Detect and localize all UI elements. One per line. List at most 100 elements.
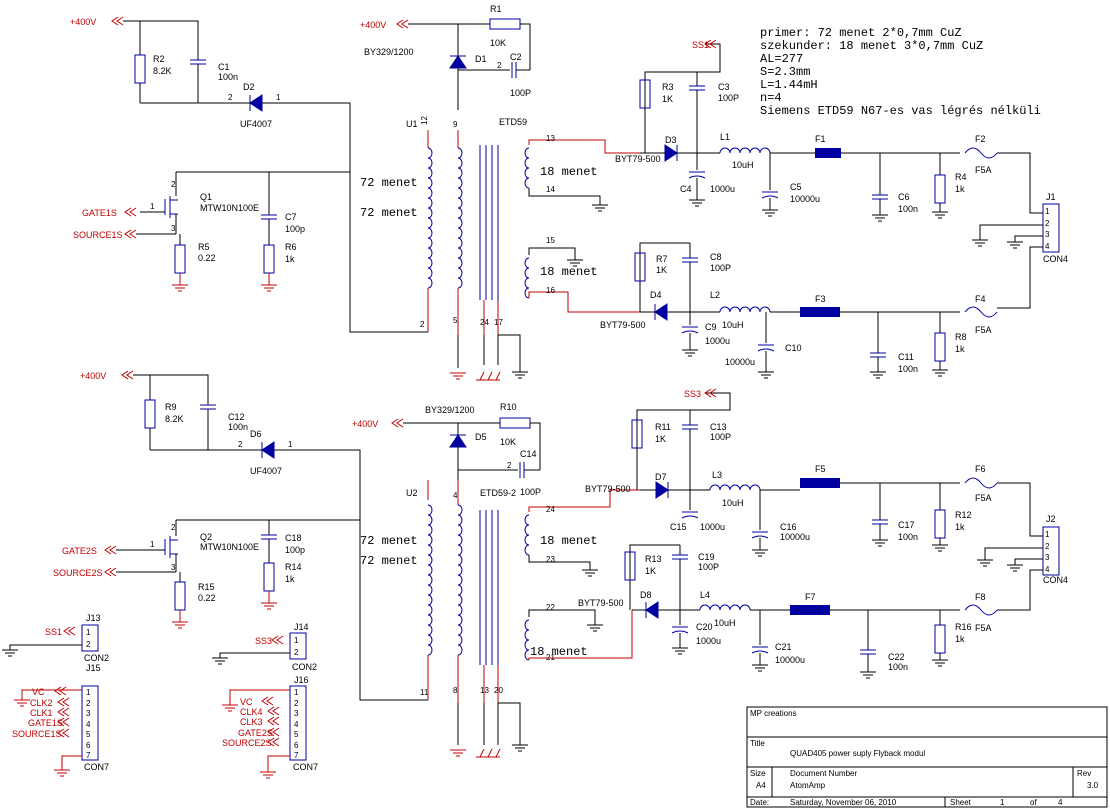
connector-j2 xyxy=(1042,526,1060,576)
q2-ref: Q2 xyxy=(200,532,212,542)
svg-text:13: 13 xyxy=(480,686,489,695)
c20-val: 1000u xyxy=(696,636,721,646)
f2-val: F5A xyxy=(975,165,992,175)
c13-val: 100P xyxy=(710,432,731,442)
c16-ref: C16 xyxy=(780,522,797,532)
svg-text:24: 24 xyxy=(546,505,555,514)
svg-text:1: 1 xyxy=(86,628,91,637)
tb-docnum-label: Document Number xyxy=(790,769,857,778)
f8-val: F5A xyxy=(975,623,992,633)
c15-val: 1000u xyxy=(700,522,725,532)
f4-ref: F4 xyxy=(975,294,986,304)
svg-text:2: 2 xyxy=(1045,219,1050,228)
c22-ref: C22 xyxy=(888,652,905,662)
svg-text:3: 3 xyxy=(86,709,91,718)
c6-ref: C6 xyxy=(898,192,910,202)
note-4: L=1.44mH xyxy=(760,78,818,92)
svg-text:15: 15 xyxy=(546,236,555,245)
f5-ref: F5 xyxy=(815,464,826,474)
r10-val: 10K xyxy=(500,437,516,447)
f4-val: F5A xyxy=(975,325,992,335)
tb-of-label: of xyxy=(1030,798,1037,807)
net-gate1: GATE1S xyxy=(82,208,117,218)
svg-text:2: 2 xyxy=(294,699,299,708)
j16-ref: J16 xyxy=(294,675,309,685)
c21-val: 10000u xyxy=(775,655,805,665)
c10-ref: C10 xyxy=(785,343,802,353)
svg-text:3: 3 xyxy=(171,224,176,233)
tb-date: Saturday, November 06, 2010 xyxy=(790,798,897,807)
c9-ref: C9 xyxy=(705,322,717,332)
u2-val: ETD59-2 xyxy=(480,488,516,498)
net-400v-1: +400V xyxy=(70,17,96,27)
c7-ref: C7 xyxy=(285,212,297,222)
u1-val: ETD59 xyxy=(499,117,527,127)
tb-title-label: Title xyxy=(750,739,765,748)
q1-val: MTW10N100E xyxy=(200,203,259,213)
c14-val: 100P xyxy=(520,487,541,497)
c20-ref: C20 xyxy=(696,622,713,632)
d4-ref: D4 xyxy=(650,290,662,300)
u1-ref: U1 xyxy=(406,119,418,129)
control-connectors: J13 1 2 CON2 SS1 J15 1 2 3 4 5 6 7 CON7 … xyxy=(1,613,318,779)
r14-val: 1k xyxy=(285,574,295,584)
c3-ref: C3 xyxy=(718,82,730,92)
l3-val: 10uH xyxy=(722,498,744,508)
r7-ref: R7 xyxy=(656,254,668,264)
title-block: MP creations Title QUAD405 power suply F… xyxy=(746,706,1108,808)
f6-val: F5A xyxy=(975,493,992,503)
d8-val: BYT79-500 xyxy=(578,598,624,608)
svg-text:2: 2 xyxy=(420,320,425,329)
svg-text:1: 1 xyxy=(276,93,281,102)
r3-ref: R3 xyxy=(662,82,674,92)
svg-text:1: 1 xyxy=(294,636,299,645)
svg-text:6: 6 xyxy=(294,741,299,750)
tb-date-label: Date: xyxy=(750,798,769,807)
c12-val: 100n xyxy=(228,422,248,432)
svg-text:1: 1 xyxy=(150,202,155,211)
r13-val: 1K xyxy=(645,566,656,576)
c19-val: 100P xyxy=(698,562,719,572)
j2-val: CON4 xyxy=(1043,575,1068,585)
d1-ref: D1 xyxy=(475,54,487,64)
c5-ref: C5 xyxy=(790,182,802,192)
svg-text:2: 2 xyxy=(171,523,176,532)
svg-text:21: 21 xyxy=(546,653,555,662)
net-400v-2: +400V xyxy=(360,20,386,30)
l4-val: 10uH xyxy=(714,618,736,628)
svg-text:11: 11 xyxy=(420,688,429,697)
d6-ref: D6 xyxy=(250,429,262,439)
c17-ref: C17 xyxy=(898,520,915,530)
tb-sheet-label: Sheet xyxy=(950,798,972,807)
r2-ref: R2 xyxy=(153,54,165,64)
svg-text:4: 4 xyxy=(453,491,458,500)
u2-ref: U2 xyxy=(406,488,418,498)
svg-text:14: 14 xyxy=(546,185,555,194)
d2-val: UF4007 xyxy=(240,119,272,129)
c1-ref: C1 xyxy=(218,62,230,72)
c8-ref: C8 xyxy=(710,252,722,262)
svg-text:13: 13 xyxy=(546,134,555,143)
svg-text:2: 2 xyxy=(294,648,299,657)
svg-text:23: 23 xyxy=(546,555,555,564)
svg-text:20: 20 xyxy=(494,686,503,695)
j16-clk4: CLK4 xyxy=(240,707,263,717)
svg-text:7: 7 xyxy=(294,751,299,760)
j16-val: CON7 xyxy=(293,762,318,772)
svg-text:5: 5 xyxy=(294,730,299,739)
d3-ref: D3 xyxy=(665,135,677,145)
tb-size-label: Size xyxy=(750,769,766,778)
l2-val: 10uH xyxy=(722,320,744,330)
u2-sec1: 18 menet xyxy=(540,534,598,548)
u1-primary-b: 72 menet xyxy=(360,206,418,220)
r9-val: 8.2K xyxy=(165,414,184,424)
c12-ref: C12 xyxy=(228,412,245,422)
svg-text:2: 2 xyxy=(1045,542,1050,551)
l1-val: 10uH xyxy=(732,160,754,170)
q2-val: MTW10N100E xyxy=(200,542,259,552)
j16-gate2: GATE2S xyxy=(238,728,273,738)
resistor-r5 xyxy=(174,244,186,274)
r3-val: 1K xyxy=(662,94,673,104)
c5-val: 10000u xyxy=(790,194,820,204)
